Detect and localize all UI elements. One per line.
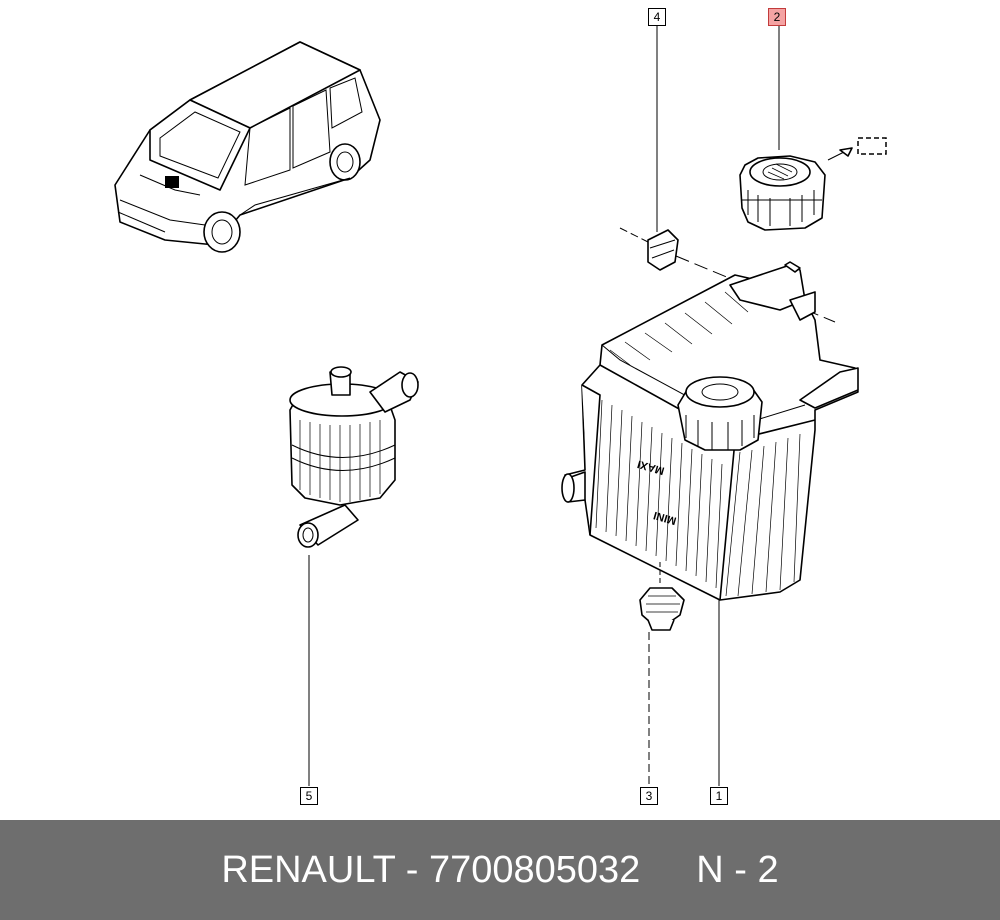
footer-part-number: RENAULT - 7700805032 <box>221 848 641 891</box>
callout-5: 5 <box>300 787 318 805</box>
parts-diagram: MAXI MINI <box>114 26 887 786</box>
callout-3: 3 <box>640 787 658 805</box>
callout-1: 1 <box>710 787 728 805</box>
footer-reference: N - 2 <box>696 848 779 891</box>
vehicle-illustration <box>114 41 381 253</box>
cap-detail-box <box>857 137 887 155</box>
callout-2: 2 <box>768 8 786 26</box>
callout-4: 4 <box>648 8 666 26</box>
cap-arrow-head <box>839 147 853 157</box>
part-4-fitting <box>619 227 836 323</box>
part-3-drain-plug <box>639 562 685 631</box>
part-5-canister <box>289 366 419 548</box>
footer-bar: RENAULT - 7700805032 N - 2 <box>0 820 1000 920</box>
part-2-tank-cap <box>739 155 826 231</box>
part-1-expansion-tank: MAXI MINI <box>561 261 859 601</box>
leader-lines <box>308 26 780 786</box>
